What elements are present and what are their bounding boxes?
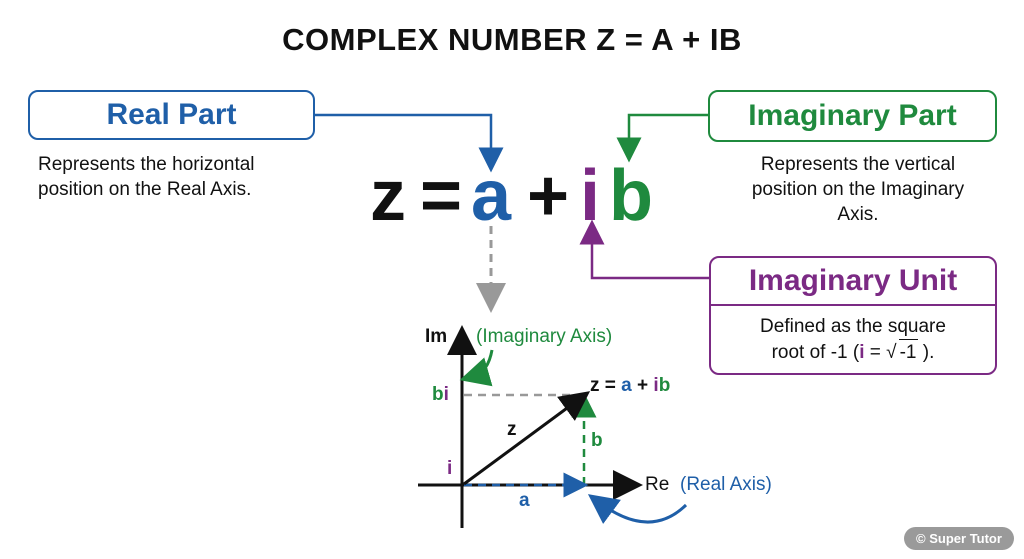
watermark-badge: © Super Tutor	[904, 527, 1014, 550]
re-axis-label: (Real Axis)	[680, 474, 772, 495]
imaginary-unit-box: Imaginary Unit Defined as the square roo…	[709, 256, 997, 375]
page-title: COMPLEX NUMBER Z = A + IB	[282, 22, 742, 57]
z-vector-label: z	[507, 419, 517, 440]
eq-equals: =	[420, 156, 463, 236]
eq-b: b	[609, 156, 653, 236]
real-part-box: Real Part	[28, 90, 315, 140]
i-tick-label: i	[447, 458, 453, 479]
imaginary-part-heading: Imaginary Part	[748, 99, 957, 132]
im-label: Im	[425, 326, 448, 347]
re-label: Re	[645, 474, 670, 495]
a-component-label: a	[519, 490, 530, 511]
im-axis-label: (Imaginary Axis)	[476, 326, 613, 347]
bi-label: bi	[432, 384, 449, 405]
imaginary-unit-description: Defined as the square root of -1 (i = √-…	[760, 316, 946, 363]
eq-plus: +	[527, 156, 570, 236]
real-part-heading: Real Part	[106, 98, 237, 131]
eq-z: z	[370, 156, 406, 236]
point-z-label: z = a + ib	[590, 375, 671, 396]
imaginary-unit-heading: Imaginary Unit	[711, 258, 995, 306]
imaginary-part-description: Represents the vertical position on the …	[751, 154, 965, 225]
real-part-description: Represents the horizontal position on th…	[38, 154, 255, 200]
imaginary-part-box: Imaginary Part	[708, 90, 997, 142]
eq-i: i	[580, 156, 601, 236]
eq-a: a	[471, 156, 512, 236]
b-component-label: b	[591, 430, 603, 451]
